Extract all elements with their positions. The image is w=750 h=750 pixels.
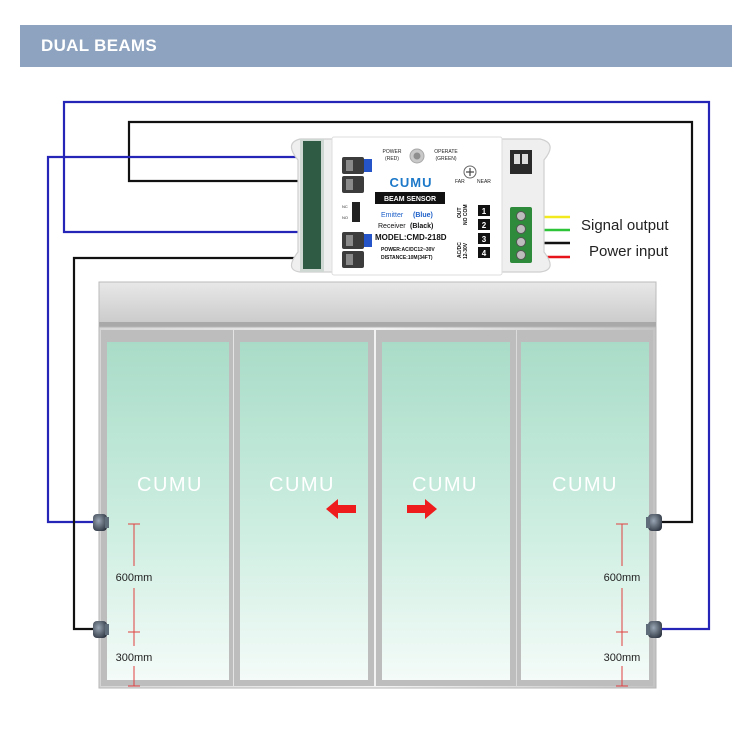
glass-panel-4 <box>517 330 653 686</box>
terminal-numbers: 1 2 3 4 <box>478 205 490 258</box>
emitter-label: Emitter <box>381 212 404 219</box>
panel-brand-3: CUMU <box>412 474 478 496</box>
beam-sensor-left-lower <box>93 621 109 638</box>
panel-brand-2: CUMU <box>269 474 335 496</box>
distance-spec: DISTANCE:10M(34FT) <box>381 255 433 261</box>
terminal-block <box>510 207 532 263</box>
height-label-600-left: 600mm <box>116 572 153 584</box>
power-spec: POWER:AC/DC12~30V <box>381 247 435 253</box>
product-label: BEAM SENSOR <box>384 196 436 203</box>
acdc-label: AC/DC <box>457 242 463 258</box>
power-input-label: Power input <box>589 243 669 260</box>
panel-brand-4: CUMU <box>552 474 618 496</box>
nc-label: NC <box>342 204 348 209</box>
no-label: NO <box>342 215 348 220</box>
nc-no-jumper <box>352 202 360 222</box>
blue-wire-outer <box>62 100 711 631</box>
no-com-label: NO COM <box>463 204 469 225</box>
out-label: OUT <box>457 207 463 218</box>
receiver-color: (Black) <box>410 223 433 230</box>
power-led-label: POWER <box>383 149 402 155</box>
terminal-1: 1 <box>482 207 487 216</box>
blue-wire-left <box>46 155 315 524</box>
wires <box>46 100 711 631</box>
plug-bottom-1 <box>342 232 372 249</box>
product-label-box <box>375 192 445 204</box>
beam-sensor-left-upper <box>93 514 109 531</box>
terminal-3: 3 <box>482 235 487 244</box>
plug-bottom-2 <box>342 251 364 268</box>
far-label: FAR <box>455 179 465 185</box>
model-label: MODEL:CMD-218D <box>375 233 447 242</box>
black-wire-left <box>72 256 315 631</box>
receiver-label: Receiver <box>378 223 406 230</box>
black-wire-outer <box>127 120 694 524</box>
emitter-color: (Blue) <box>413 212 433 219</box>
plug-top-2 <box>342 176 364 193</box>
terminal-4: 4 <box>482 249 487 258</box>
arrow-left-icon <box>326 499 356 519</box>
beam-sensor-right-upper <box>646 514 662 531</box>
near-label: NEAR <box>477 179 491 185</box>
plug-top-1 <box>342 157 372 174</box>
operate-led-color-label: (GREEN) <box>435 156 456 162</box>
glass-panel-2 <box>234 330 374 686</box>
page-title: DUAL BEAMS <box>41 36 158 55</box>
beam-sensor-right-lower <box>646 621 662 638</box>
panel-brand-1: CUMU <box>137 474 203 496</box>
sliding-door: CUMU CUMU CUMU CUMU <box>98 281 657 689</box>
power-led-color-label: (RED) <box>385 156 399 162</box>
header-bar: DUAL BEAMS <box>20 25 732 67</box>
volt-label: 12-30V <box>463 242 469 259</box>
operate-led-label: OPERATE <box>434 149 458 155</box>
sensor-brand: CUMU <box>390 175 433 190</box>
terminal-2: 2 <box>482 221 487 230</box>
height-label-300-right: 300mm <box>604 652 641 664</box>
height-label-600-right: 600mm <box>604 572 641 584</box>
glass-panel-1 <box>101 330 233 686</box>
glass-panel-3 <box>376 330 516 686</box>
signal-output-label: Signal output <box>581 217 669 234</box>
beam-sensor-box: NC NO POWER (RED) OPERATE (GREEN) CUMU F… <box>290 136 551 276</box>
height-label-300-left: 300mm <box>116 652 153 664</box>
door-header <box>98 281 657 327</box>
height-markers <box>128 523 628 687</box>
arrow-right-icon <box>407 499 437 519</box>
